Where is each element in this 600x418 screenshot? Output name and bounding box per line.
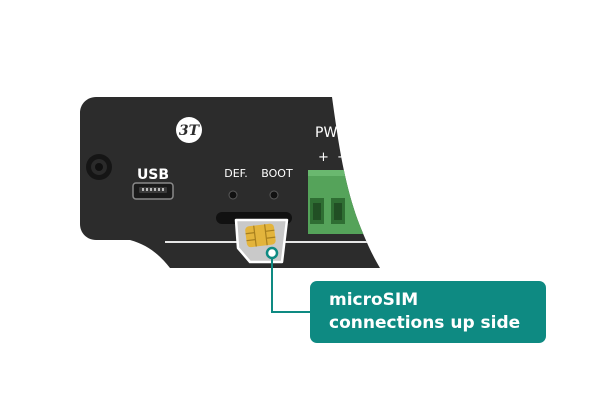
microsim-callout: microSIM connections up side [310,281,546,343]
default-button[interactable] [228,190,238,200]
usb-port-icon [132,182,174,200]
svg-text:3T: 3T [179,123,201,139]
default-button-label: DEF. [224,167,247,180]
callout-leader-line [265,246,310,313]
brand-logo: 3T [176,117,202,143]
usb-label: USB [137,167,169,183]
boot-button[interactable] [269,190,279,200]
minus-label: − [337,150,348,165]
screw-icon [86,154,112,180]
power-label: PW [315,125,337,141]
callout-line-1: microSIM [329,290,419,310]
callout-line-2: connections up side [329,313,521,333]
power-terminal-block [308,170,370,234]
device-panel [80,97,380,268]
microsim-card-icon [234,218,289,264]
plus-label: + [318,150,329,165]
boot-button-label: BOOT [261,167,293,180]
